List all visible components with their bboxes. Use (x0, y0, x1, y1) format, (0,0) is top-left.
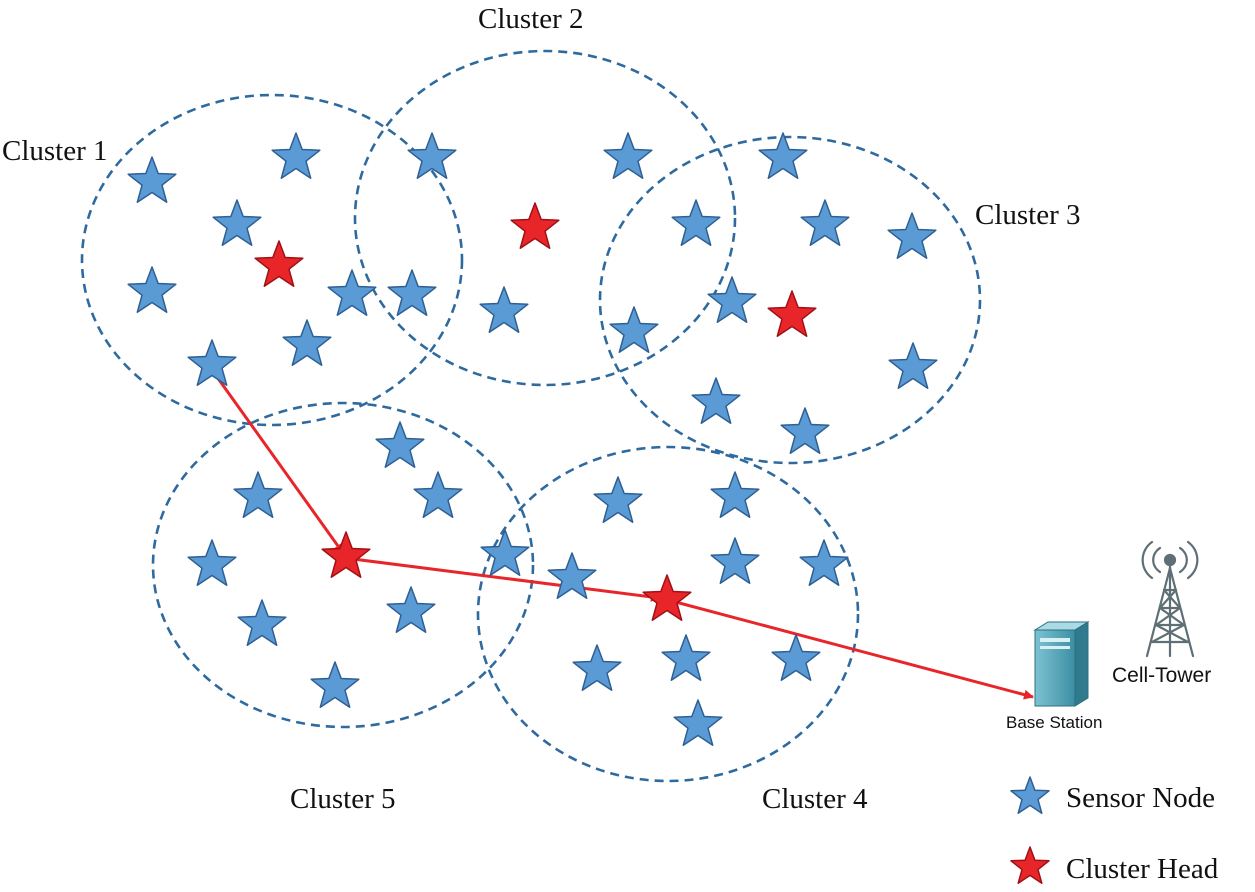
sensor-node-star-icon (710, 471, 760, 518)
sensor-node-star-icon (593, 476, 643, 523)
sensor-node-star-icon (187, 339, 237, 386)
sensor-node-star-icon (758, 132, 808, 179)
sensor-node-star-icon (572, 644, 622, 691)
cluster-head-star-icon (510, 202, 560, 249)
cluster-1-boundary (80, 93, 464, 427)
sensor-node-star-icon (671, 199, 721, 246)
cluster-2-boundary (353, 49, 737, 387)
star-icon (1010, 846, 1050, 884)
cell-tower-label: Cell-Tower (1112, 664, 1211, 687)
sensor-node-star-icon (282, 319, 332, 366)
legend-sensor-node-label: Sensor Node (1066, 782, 1215, 814)
cluster-head-star-icon (254, 240, 304, 287)
sensor-node-star-icon (609, 306, 659, 353)
cell-tower: Cell-Tower (1112, 540, 1211, 687)
legend: Sensor Node Cluster Head (1010, 776, 1219, 885)
sensor-node-star-icon (799, 539, 849, 586)
nodes (127, 132, 938, 746)
cluster-1-label: Cluster 1 (2, 135, 108, 167)
sensor-node-star-icon (387, 269, 437, 316)
cluster-head-star-icon (321, 531, 371, 578)
sensor-node-star-icon (888, 342, 938, 389)
sensor-node-star-icon (661, 634, 711, 681)
base-station-label: Base Station (1006, 713, 1102, 732)
cluster-4-label: Cluster 4 (762, 783, 868, 815)
legend-cluster-head-label: Cluster Head (1066, 853, 1219, 885)
link-ch5-to-ch4 (344, 556, 661, 602)
sensor-node-star-icon (310, 661, 360, 708)
sensor-node-star-icon (479, 286, 529, 333)
sensor-node-star-icon (407, 132, 457, 179)
sensor-node-star-icon (127, 156, 177, 203)
cluster-head-star-icon (642, 574, 692, 621)
sensor-node-star-icon (887, 212, 937, 259)
routing-links (210, 369, 1034, 700)
sensor-node-star-icon (780, 407, 830, 454)
cell-tower-icon (1141, 540, 1199, 658)
sensor-node-star-icon (800, 199, 850, 246)
base-station: Base Station (1006, 621, 1102, 732)
sensor-node-star-icon (480, 529, 530, 576)
server-icon (1033, 621, 1090, 707)
cluster-4-boundary (476, 445, 860, 783)
sensor-node-star-icon (233, 471, 283, 518)
legend-sensor-node-star-icon (1010, 776, 1050, 814)
sensor-node-star-icon (212, 199, 262, 246)
sensor-node-star-icon (710, 537, 760, 584)
cluster-3-label: Cluster 3 (975, 199, 1081, 231)
sensor-node-star-icon (187, 539, 237, 586)
cluster-boundaries (80, 49, 982, 783)
cluster-2-label: Cluster 2 (478, 3, 584, 35)
sensor-node-star-icon (237, 599, 287, 646)
sensor-node-star-icon (375, 421, 425, 468)
sensor-node-star-icon (327, 269, 377, 316)
legend-cluster-head-star-icon (1010, 846, 1050, 884)
cluster-labels: Cluster 1 Cluster 2 Cluster 3 Cluster 4 … (2, 3, 1081, 815)
sensor-node-star-icon (413, 471, 463, 518)
link-sensor-to-ch5 (210, 369, 345, 554)
sensor-node-star-icon (771, 634, 821, 681)
link-ch4-to-base-station (667, 598, 1034, 700)
sensor-node-star-icon (271, 132, 321, 179)
sensor-node-star-icon (603, 132, 653, 179)
cluster-5-label: Cluster 5 (290, 783, 396, 815)
cluster-head-star-icon (767, 290, 817, 337)
cluster-5-boundary (151, 401, 535, 729)
star-icon (1010, 776, 1050, 814)
sensor-node-star-icon (386, 586, 436, 633)
sensor-node-star-icon (707, 276, 757, 323)
sensor-node-star-icon (691, 377, 741, 424)
sensor-node-star-icon (547, 552, 597, 599)
sensor-node-star-icon (673, 699, 723, 746)
sensor-node-star-icon (127, 266, 177, 313)
cluster-3-boundary (598, 135, 982, 465)
